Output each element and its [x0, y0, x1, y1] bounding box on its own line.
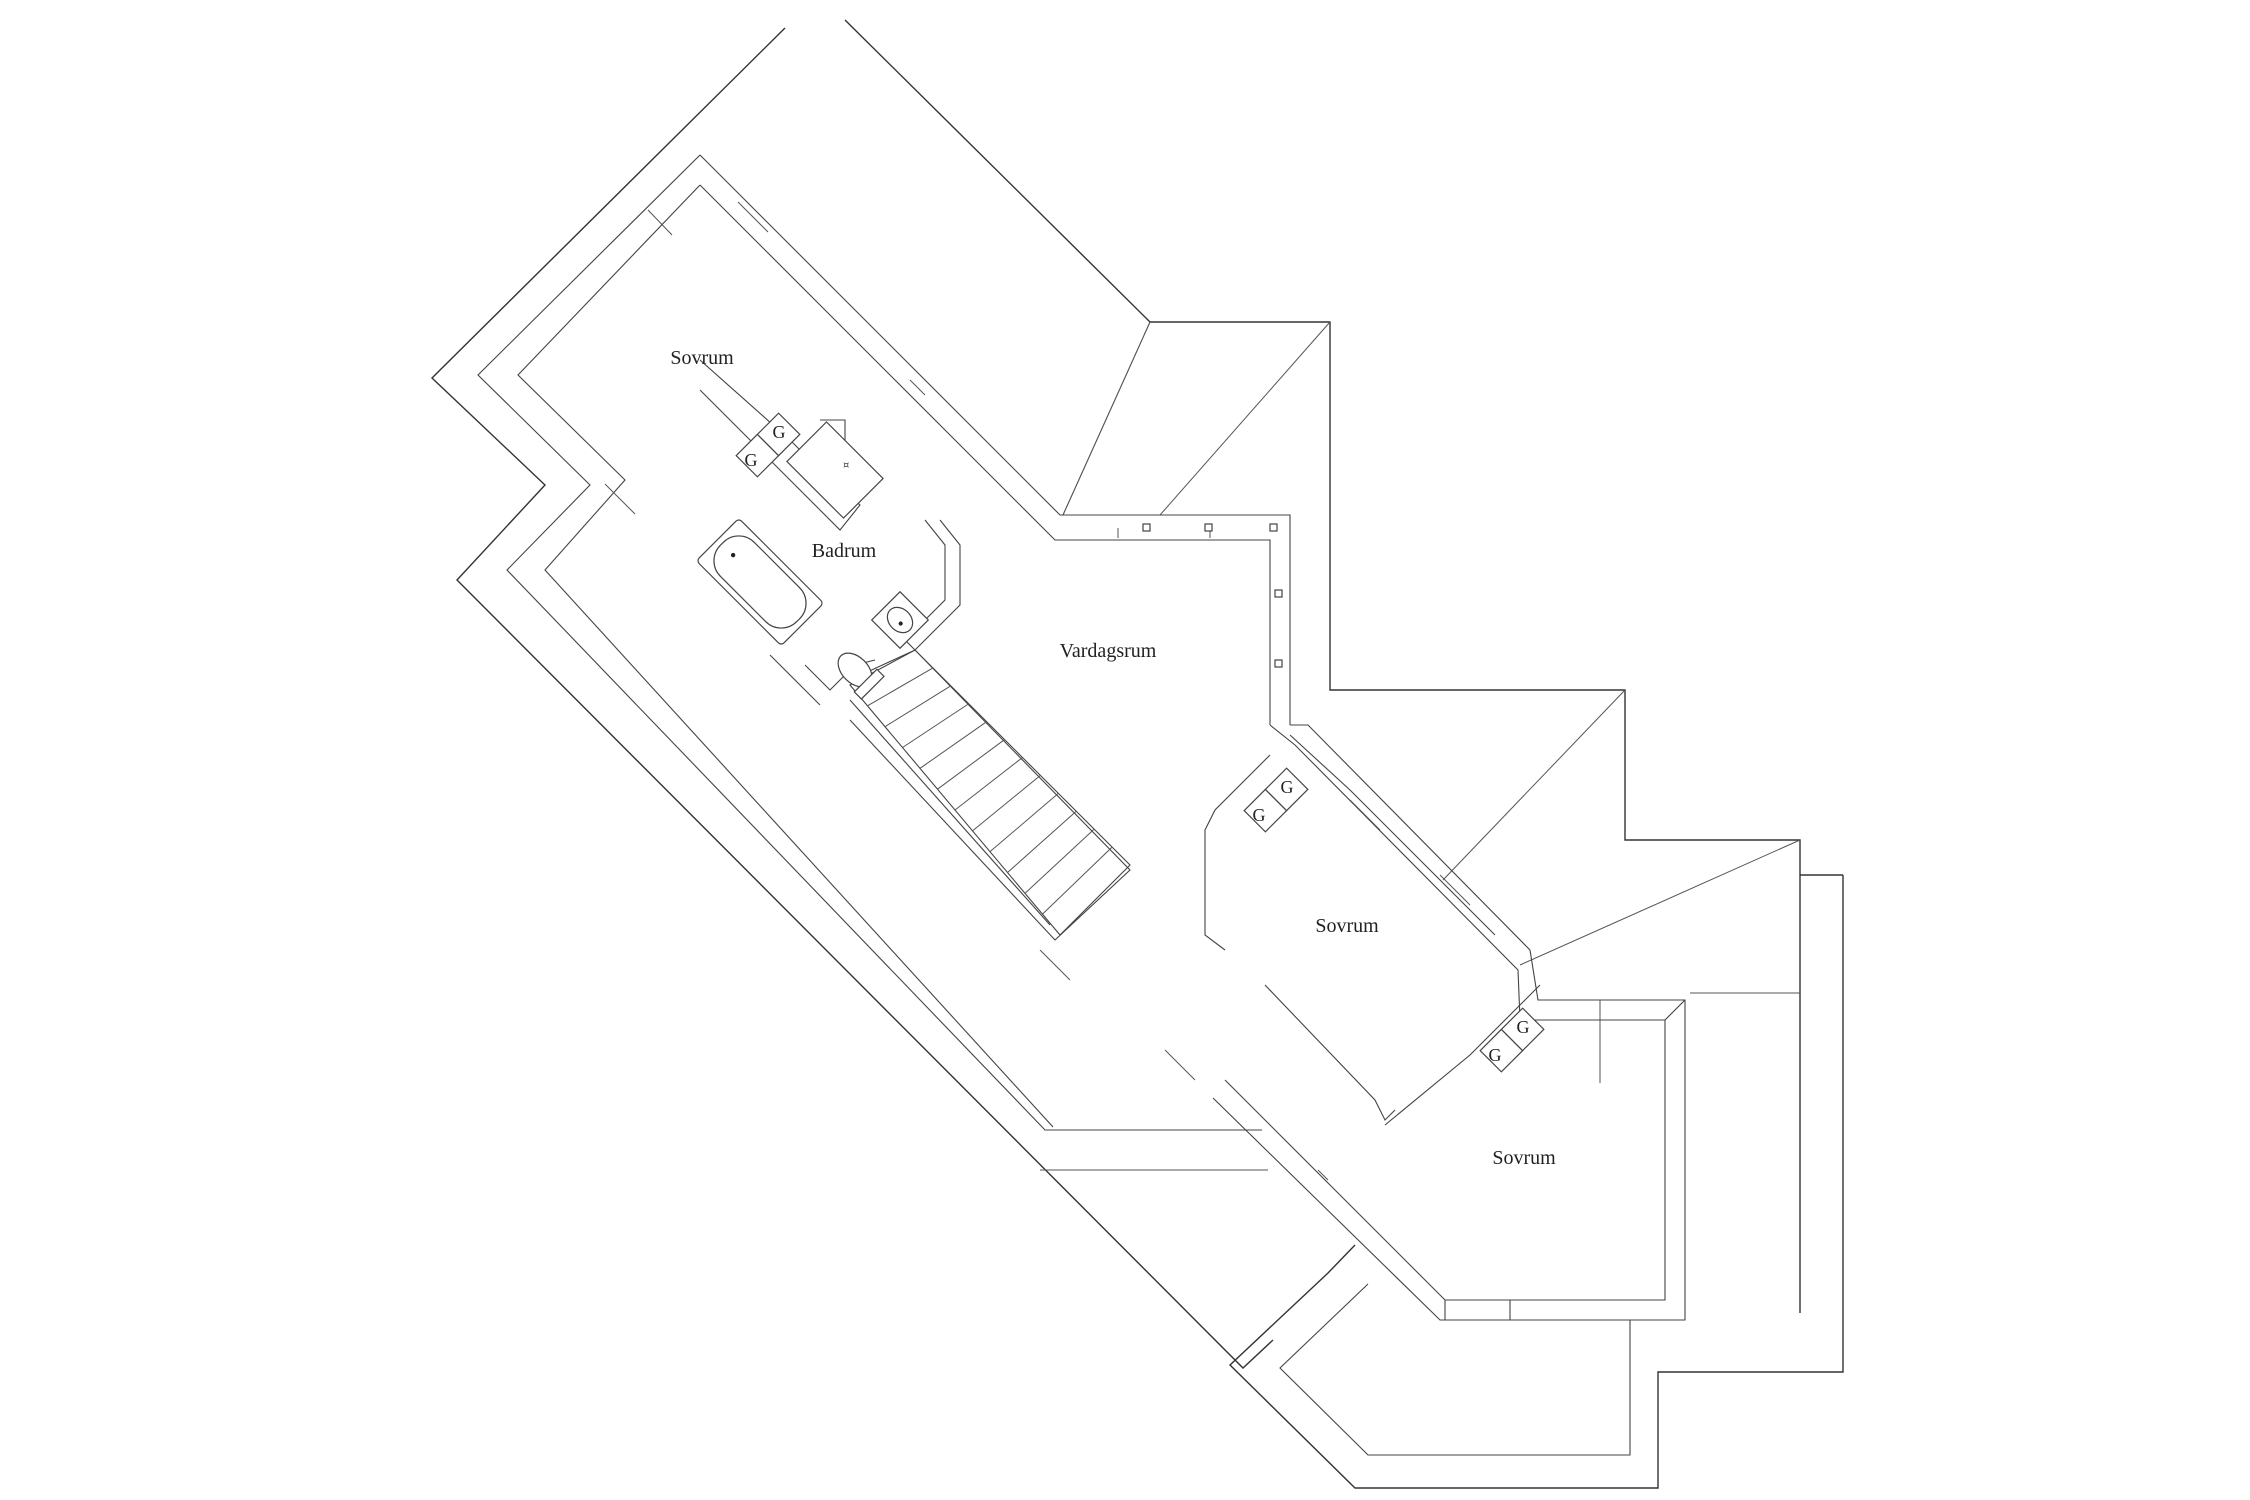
roof-outline	[430, 19, 1844, 1489]
wardrobe-group-bottom	[1479, 1007, 1545, 1073]
staircase	[849, 649, 1131, 936]
wardrobe-label: G	[1253, 805, 1266, 825]
stair-tread	[937, 739, 1005, 790]
stair-tread	[1007, 810, 1077, 873]
bathtub	[697, 519, 823, 645]
stair-tread	[867, 667, 934, 707]
wardrobe-group-top	[735, 412, 801, 478]
stair-tread	[1042, 846, 1113, 915]
wardrobe-label: G	[1489, 1045, 1502, 1065]
washbasin	[870, 590, 930, 650]
storage-cabinet	[786, 421, 884, 519]
wardrobes: G G G G G G	[735, 412, 1545, 1073]
room-label-vardagsrum: Vardagsrum	[1060, 640, 1157, 662]
stair-tread	[919, 721, 987, 769]
stair-tread	[954, 757, 1023, 811]
wardrobe-group-mid	[1243, 767, 1309, 833]
stair-tread	[1024, 828, 1095, 894]
room-label-sovrum-bottom: Sovrum	[1492, 1147, 1556, 1169]
room-label-badrum: Badrum	[812, 540, 877, 562]
wardrobe-label: G	[745, 450, 758, 470]
toilet	[837, 652, 885, 700]
wardrobe-label: G	[1517, 1017, 1530, 1037]
stair-tread	[902, 703, 970, 748]
room-label-sovrum-mid: Sovrum	[1315, 915, 1379, 937]
svg-text:¤: ¤	[843, 460, 849, 471]
stair-tread	[972, 775, 1041, 832]
window-marks	[604, 201, 1601, 1181]
wardrobe-label: G	[1281, 777, 1294, 797]
wardrobe-label: G	[773, 422, 786, 442]
stair-tread	[884, 685, 952, 728]
room-label-sovrum-top: Sovrum	[670, 347, 734, 369]
room-labels: Sovrum Badrum Vardagsrum Sovrum Sovrum	[670, 347, 1556, 1169]
stair-tread	[989, 792, 1059, 853]
bathroom-fixtures: ¤	[697, 421, 930, 700]
exterior-walls	[477, 154, 1686, 1456]
